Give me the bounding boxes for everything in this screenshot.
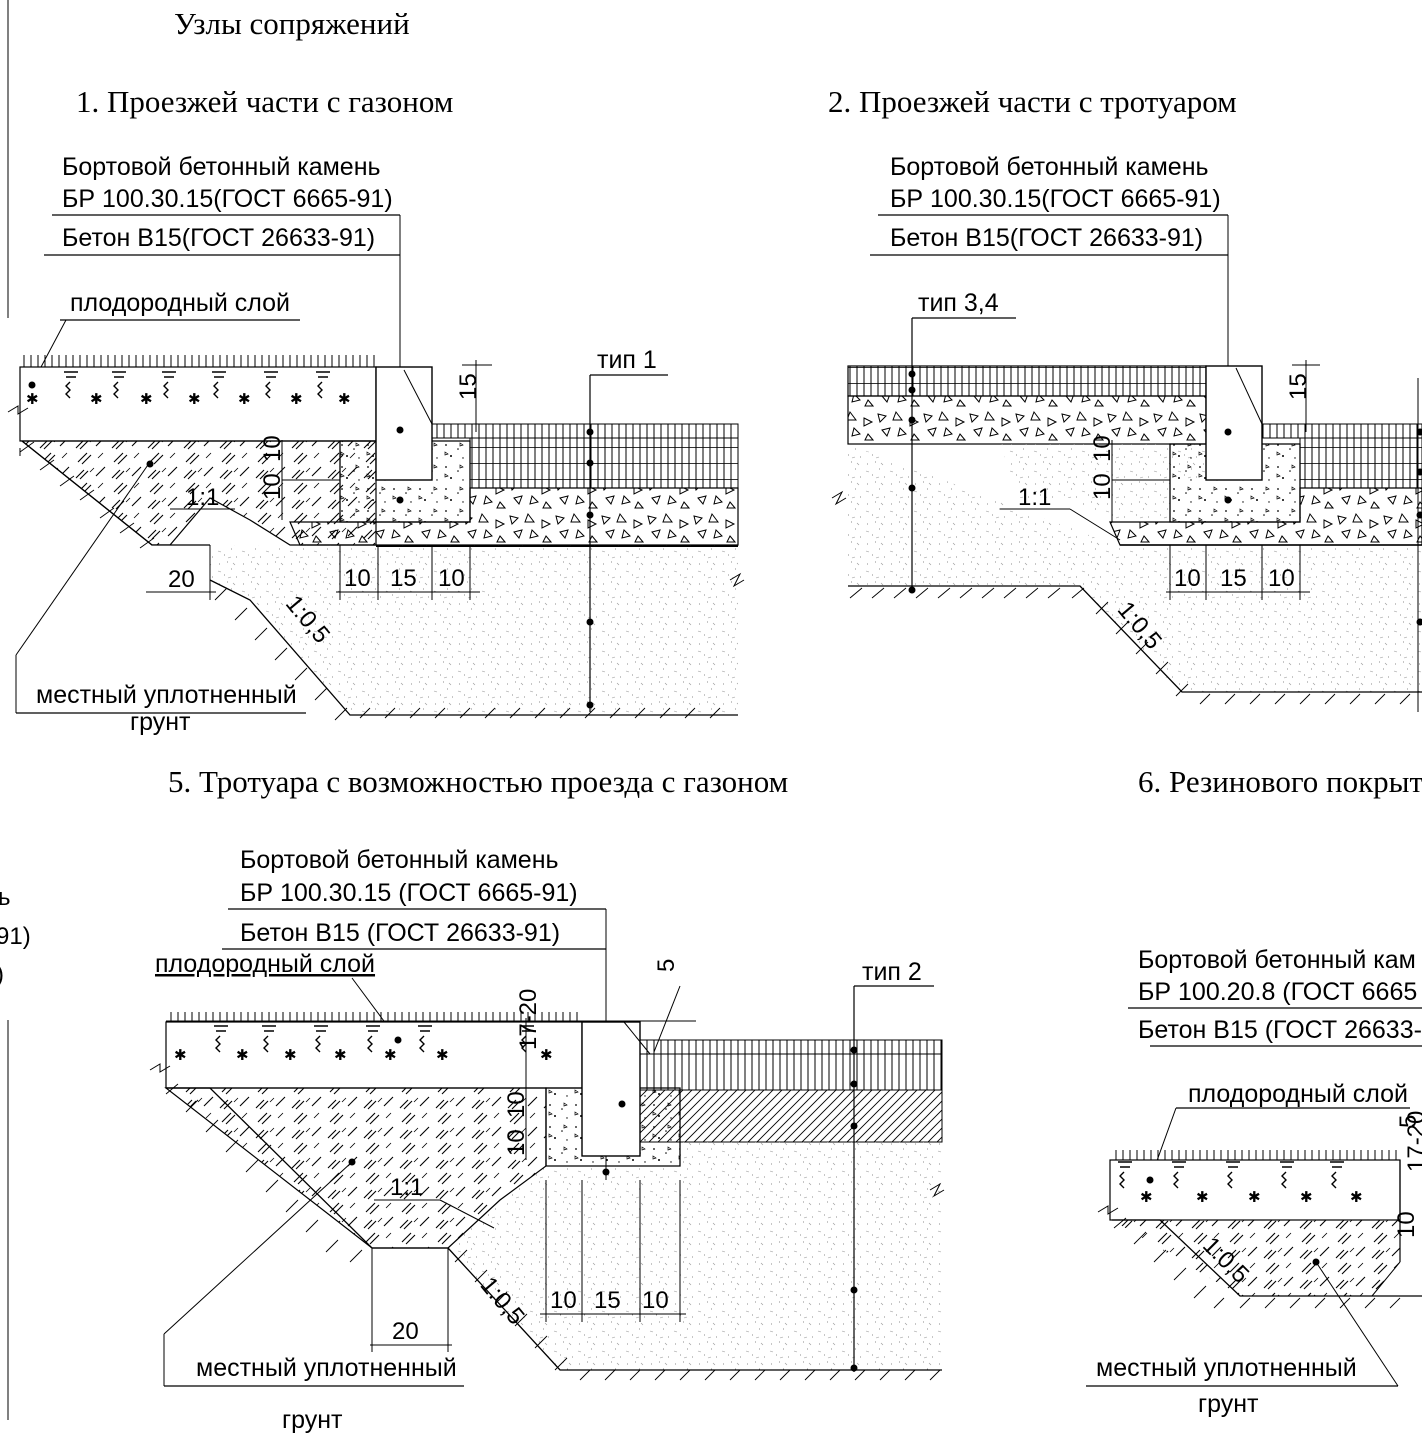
d5-curb-line1: Бортовой бетонный камень	[240, 846, 559, 874]
d2-curb-line2: БР 100.30.15(ГОСТ 6665-91)	[890, 185, 1221, 213]
detail-1: 1. Проезжей части с газоном Бортовой бет…	[7, 84, 745, 736]
d2-type-label: тип 3,4	[918, 289, 999, 317]
d1-type-label: тип 1	[597, 346, 657, 374]
d2-dim-v2: 10	[1089, 473, 1116, 500]
svg-text:✱: ✱	[540, 1046, 553, 1064]
d6-fertile-label: плодородный слой	[1188, 1080, 1408, 1108]
d5-dim-h2: 15	[594, 1287, 621, 1314]
svg-text:✱: ✱	[284, 1046, 297, 1064]
svg-text:✱: ✱	[334, 1046, 347, 1064]
svg-text:✱: ✱	[238, 390, 251, 408]
d1-dim-w: 20	[168, 566, 195, 593]
d5-dim-top: 5	[653, 959, 680, 972]
svg-text:✱: ✱	[90, 390, 103, 408]
d1-curb-line2: БР 100.30.15(ГОСТ 6665-91)	[62, 185, 393, 213]
detail-2: 2. Проезжей части с тротуаром Бортовой б…	[828, 84, 1422, 712]
d5-concrete: Бетон В15 (ГОСТ 26633-91)	[240, 919, 560, 947]
detail-6: 6. Резинового покрыт Бортовой бетонный к…	[1086, 764, 1422, 1418]
d2-slope-a: 1:1	[1018, 484, 1051, 511]
d1-slope-a: 1:1	[186, 484, 219, 511]
d1-dim-top: 15	[455, 373, 482, 400]
svg-text:✱: ✱	[436, 1046, 449, 1064]
d2-dim-top: 15	[1285, 373, 1312, 400]
svg-text:✱: ✱	[1248, 1188, 1261, 1206]
d2-curb-line1: Бортовой бетонный камень	[890, 153, 1209, 181]
d5-curb-line2: БР 100.30.15 (ГОСТ 6665-91)	[240, 879, 578, 907]
d5-dim-h1: 10	[550, 1287, 577, 1314]
d5-dim-v2: 10	[503, 1129, 530, 1156]
svg-text:✱: ✱	[26, 390, 39, 408]
d5-type-label: тип 2	[862, 958, 922, 986]
d5-slope-a: 1:1	[390, 1174, 423, 1201]
d1-dim-h1: 10	[344, 565, 371, 592]
d2-dim-h2: 15	[1220, 565, 1247, 592]
d6-soil-line1: местный уплотненный	[1096, 1354, 1357, 1382]
d5-dim-vtop: 17-20	[515, 989, 542, 1050]
d1-dim-h2: 15	[390, 565, 417, 592]
svg-text:✱: ✱	[236, 1046, 249, 1064]
d6-curb-line1: Бортовой бетонный кам	[1138, 946, 1416, 974]
d6-dim-vtop: 17-20	[1403, 1111, 1422, 1172]
d5-dim-h3: 10	[642, 1287, 669, 1314]
d6-soil-line2: грунт	[1198, 1390, 1259, 1418]
d1-curb-line1: Бортовой бетонный камень	[62, 153, 381, 181]
d5-soil-line2: грунт	[282, 1406, 343, 1434]
d5-fertile-label: плодородный слой	[155, 950, 375, 978]
d5-dim-v1: 10	[503, 1091, 530, 1118]
svg-text:✱: ✱	[1350, 1188, 1363, 1206]
d1-soil-line2: грунт	[130, 708, 191, 736]
svg-text:✱: ✱	[1196, 1188, 1209, 1206]
svg-text:✱: ✱	[338, 390, 351, 408]
svg-text:✱: ✱	[140, 390, 153, 408]
svg-text:✱: ✱	[290, 390, 303, 408]
svg-text:✱: ✱	[1140, 1188, 1153, 1206]
left-fragment-b: 91)	[0, 923, 31, 950]
left-fragment-c: )	[0, 961, 4, 988]
d6-concrete: Бетон В15 (ГОСТ 26633-	[1138, 1016, 1422, 1044]
svg-text:✱: ✱	[174, 1046, 187, 1064]
d6-dim-top: 5	[1395, 1115, 1422, 1128]
detail-2-title: 2. Проезжей части с тротуаром	[828, 84, 1237, 119]
d1-dim-v2: 10	[259, 473, 286, 500]
d1-dim-v1: 10	[259, 435, 286, 462]
d6-curb-line2: БР 100.20.8 (ГОСТ 6665	[1138, 978, 1417, 1006]
d1-dim-h3: 10	[438, 565, 465, 592]
d5-soil-line1: местный уплотненный	[196, 1354, 457, 1382]
detail-5-title: 5. Тротуара с возможностью проезда с газ…	[168, 764, 788, 799]
d2-concrete: Бетон В15(ГОСТ 26633-91)	[890, 224, 1203, 252]
svg-text:✱: ✱	[1300, 1188, 1313, 1206]
svg-text:✱: ✱	[188, 390, 201, 408]
d1-soil-line1: местный уплотненный	[36, 681, 297, 709]
left-fragment-a: ь	[0, 884, 11, 911]
detail-6-title: 6. Резинового покрыт	[1138, 764, 1422, 799]
d2-dim-v1: 10	[1089, 435, 1116, 462]
d2-dim-h3: 10	[1268, 565, 1295, 592]
d2-dim-h1: 10	[1174, 565, 1201, 592]
d6-dim-v1: 10	[1393, 1211, 1420, 1238]
detail-5: 5. Тротуара с возможностью проезда с газ…	[149, 764, 945, 1434]
d1-fertile-label: плодородный слой	[70, 289, 290, 317]
detail-1-title: 1. Проезжей части с газоном	[76, 84, 453, 119]
d5-dim-w: 20	[392, 1318, 419, 1345]
d1-concrete: Бетон В15(ГОСТ 26633-91)	[62, 224, 375, 252]
svg-text:✱: ✱	[384, 1046, 397, 1064]
page-title: Узлы сопряжений	[174, 6, 410, 41]
